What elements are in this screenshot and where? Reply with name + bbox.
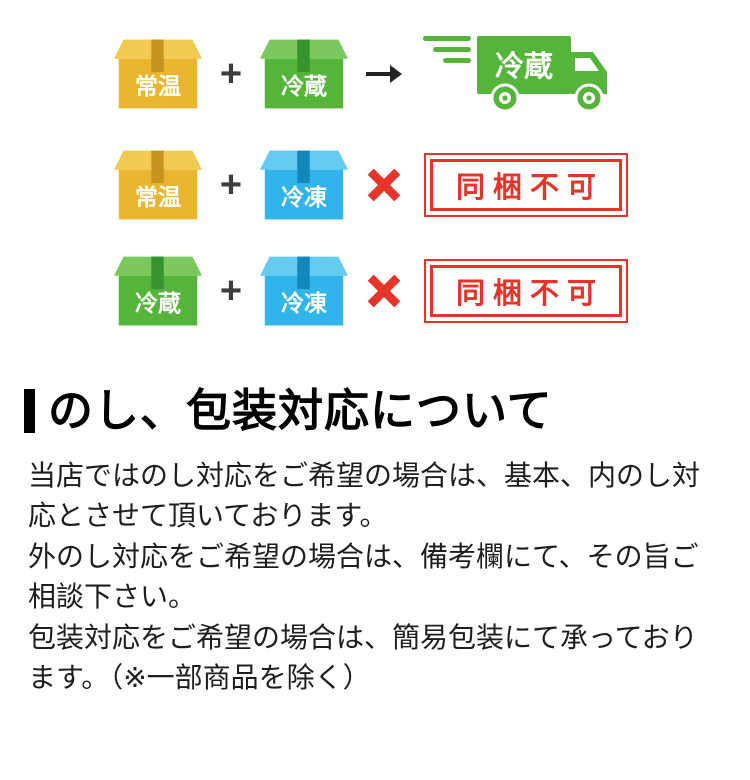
cross-cell — [348, 166, 420, 204]
delivery-truck-icon: 冷蔵 — [423, 36, 607, 113]
no-bundle-stamp: 同梱不可 — [424, 153, 628, 217]
package-box-icon: 常温 — [114, 39, 202, 109]
section-heading: のし、包装対応について — [24, 386, 750, 436]
arrow-right-icon — [366, 65, 402, 83]
heading-marker-bar — [24, 388, 35, 433]
section-title: のし、包装対応について — [48, 385, 553, 436]
no-bundle-stamp: 同梱不可 — [424, 259, 628, 323]
box-label: 冷蔵 — [281, 73, 327, 99]
package-box-icon: 冷凍 — [260, 256, 348, 326]
box-frozen: 冷凍 — [260, 252, 348, 330]
plus-icon: + — [219, 270, 243, 312]
package-box-icon: 冷凍 — [260, 150, 348, 220]
no-bundle-stamp-label: 同梱不可 — [430, 265, 622, 317]
cross-cell — [348, 272, 420, 310]
paragraph-outer-noshi: 外のし対応をご希望の場合は、備考欄にて、その旨ご相談下さい。 — [28, 540, 699, 613]
plus-icon: + — [219, 53, 243, 95]
package-box-icon: 常温 — [114, 150, 202, 220]
box-normal-temp: 常温 — [114, 35, 202, 113]
box-chilled: 冷蔵 — [114, 252, 202, 330]
truck-label: 冷蔵 — [495, 50, 553, 83]
no-bundle-stamp-label: 同梱不可 — [430, 159, 622, 211]
plus-icon: + — [219, 164, 243, 206]
section-body: 当店ではのし対応をご希望の場合は、基本、内のし対応とさせて頂いております。 外の… — [28, 456, 722, 700]
box-label: 冷凍 — [281, 184, 327, 210]
paragraph-wrapping: 包装対応をご希望の場合は、簡易包装にて承っております。（※一部商品を除く） — [28, 621, 698, 694]
package-box-icon: 冷蔵 — [114, 256, 202, 326]
box-normal-temp: 常温 — [114, 146, 202, 224]
box-label: 冷蔵 — [135, 290, 181, 316]
result-stamp-cell: 同梱不可 — [420, 153, 632, 217]
arrow-cell — [348, 63, 420, 85]
box-label: 冷凍 — [281, 290, 327, 316]
box-label: 常温 — [135, 184, 181, 210]
shipping-combination-diagram: 常温 + 冷蔵 冷蔵 — [114, 30, 750, 330]
cross-icon — [367, 168, 401, 202]
cross-icon — [367, 274, 401, 308]
result-truck-cell: 冷蔵 — [420, 30, 632, 118]
box-chilled: 冷蔵 — [260, 35, 348, 113]
result-stamp-cell: 同梱不可 — [420, 259, 632, 323]
box-label: 常温 — [135, 73, 181, 99]
paragraph-inner-noshi: 当店ではのし対応をご希望の場合は、基本、内のし対応とさせて頂いております。 — [28, 459, 701, 532]
box-frozen: 冷凍 — [260, 146, 348, 224]
package-box-icon: 冷蔵 — [260, 39, 348, 109]
